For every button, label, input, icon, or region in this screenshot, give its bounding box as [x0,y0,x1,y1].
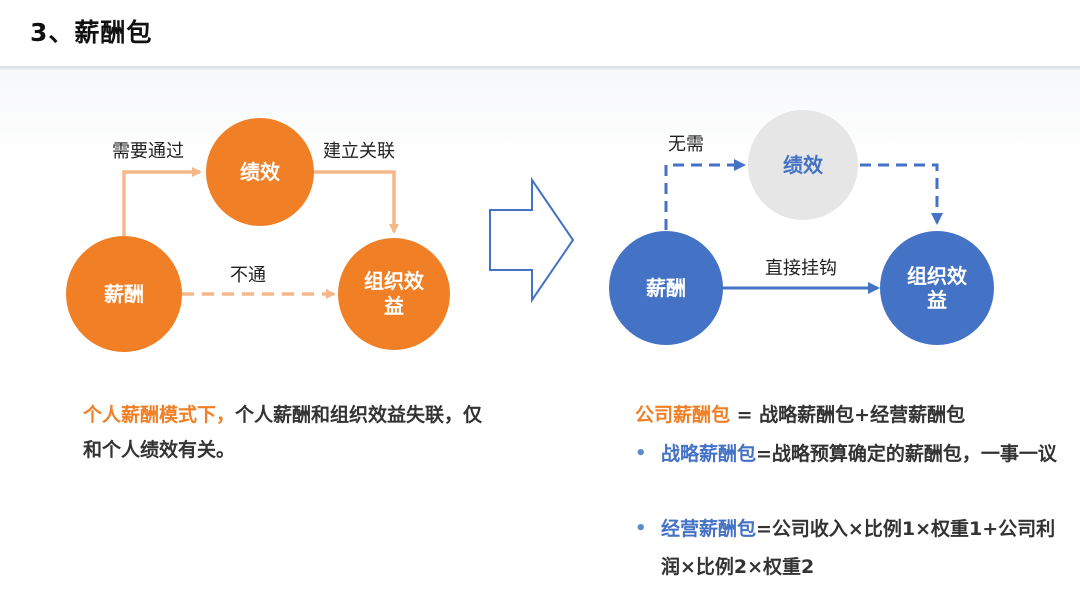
bullet-dot-icon: • [635,443,647,464]
right-formula: 公司薪酬包 = 战略薪酬包+经营薪酬包 [635,398,1065,433]
bullet-operating-highlight: 经营薪酬包 [661,518,757,540]
node-salary-right [609,231,723,345]
edge-label-salary-to-performance-right: 无需 [668,134,704,155]
header-divider [0,66,1080,70]
left-note-highlight: 个人薪酬模式下， [83,404,236,426]
node-org-benefit-right-label-2: 益 [927,288,947,312]
bullet-strategic-text: =战略预算确定的薪酬包，一事一议 [756,443,1057,465]
header: 3、薪酬包 [0,0,1080,66]
node-performance-left [206,118,314,226]
node-salary-left [66,236,182,352]
node-performance-right [748,110,858,220]
transition-arrow [489,176,575,304]
edge-label-salary-to-performance-left: 需要通过 [112,141,184,162]
node-org-benefit-right [880,231,994,345]
edge-label-salary-to-org-right: 直接挂钩 [765,258,837,279]
node-org-benefit-left-label-2: 益 [384,294,404,318]
edge-label-salary-to-org-left: 不通 [230,265,266,286]
edge-performance-to-org-right [860,163,943,225]
node-performance-left-label: 绩效 [240,160,280,184]
formula-highlight: 公司薪酬包 [635,404,731,426]
left-note-text: 个人薪酬和组织效益失联，仅和个人绩效有关。 [83,404,483,461]
page-title: 3、薪酬包 [30,18,153,47]
node-org-benefit-right-label-1: 组织效 [907,264,967,288]
bullet-item-operating: • 经营薪酬包=公司收入×比例1×权重1+公司利润×比例2×权重2 [635,510,1061,586]
node-salary-right-label: 薪酬 [646,276,686,300]
node-performance-right-label: 绩效 [783,153,823,177]
formula-text: = 战略薪酬包+经营薪酬包 [730,404,966,426]
content-background [0,70,1080,593]
node-salary-left-label: 薪酬 [104,282,144,306]
edge-label-performance-to-org-left: 建立关联 [323,141,395,162]
bullet-item-strategic: • 战略薪酬包=战略预算确定的薪酬包，一事一议 [635,435,1061,473]
edge-performance-to-org-left [314,170,399,234]
bullet-dot-icon: • [635,518,647,539]
bullet-operating-text: =公司收入×比例1×权重1+公司利润×比例2×权重2 [661,518,1056,578]
left-note: 个人薪酬模式下，个人薪酬和组织效益失联，仅和个人绩效有关。 [83,398,483,468]
node-org-benefit-left-label-1: 组织效 [364,269,424,293]
node-org-benefit-left [338,238,450,350]
edge-salary-to-performance-right [664,159,746,230]
edge-salary-to-performance-left [122,167,202,236]
bullet-strategic-highlight: 战略薪酬包 [661,443,757,465]
